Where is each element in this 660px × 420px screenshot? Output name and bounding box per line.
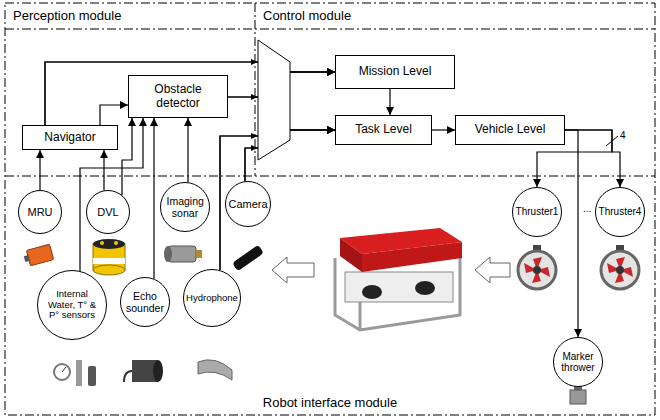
marker-body xyxy=(570,390,586,404)
module-region: Perception moduleNavigator Obstacle detec… xyxy=(5,3,255,176)
callout-label: 4 xyxy=(620,130,626,141)
module-title: Robot interface module xyxy=(263,396,397,411)
device-circle: DVL xyxy=(86,190,130,234)
module-region: Control moduleMission LevelTask Level Veh… xyxy=(255,3,655,176)
device-circle: Marker thrower xyxy=(553,337,603,387)
dvl-base xyxy=(93,265,125,275)
node-label: Obstacle detector xyxy=(134,83,222,111)
node-label: Internal Water, T° & P° sensors xyxy=(46,289,98,322)
node-label: Imaging sonar xyxy=(167,195,204,219)
dvl-icon xyxy=(93,239,125,275)
rov-frame xyxy=(335,258,460,330)
sonar-connector xyxy=(196,250,202,258)
rov-illustration xyxy=(335,228,462,330)
input-arrow xyxy=(251,145,258,151)
mru-plug xyxy=(24,255,30,262)
node-label: Navigator xyxy=(44,131,95,145)
sonar-body xyxy=(168,246,196,262)
marker-thrower-icon xyxy=(570,386,586,404)
connector xyxy=(389,89,390,115)
connector xyxy=(103,150,104,190)
thruster-icon xyxy=(601,245,639,289)
dvl-top xyxy=(93,239,125,249)
dvl-band xyxy=(93,258,125,264)
module-title: Perception module xyxy=(13,9,121,24)
hydrophone-icon xyxy=(198,360,232,380)
probe xyxy=(76,360,82,386)
input-arrow xyxy=(251,94,258,100)
device-circle: Internal Water, T° & P° sensors xyxy=(37,270,107,340)
echo-cable xyxy=(124,371,132,382)
node-label: Camera xyxy=(229,198,268,211)
thruster-icon xyxy=(518,245,556,289)
connector xyxy=(565,130,578,337)
connector xyxy=(432,129,455,130)
node-label: Mission Level xyxy=(359,65,432,79)
connector xyxy=(565,130,620,187)
connector xyxy=(122,118,132,195)
gauge xyxy=(54,364,70,380)
imaging-sonar-icon xyxy=(164,246,202,262)
device-circle: Thruster1 xyxy=(512,187,562,237)
flow-arrow xyxy=(475,257,510,283)
outer-frame xyxy=(5,3,655,415)
connector xyxy=(153,118,154,279)
internal-sensors-icon xyxy=(54,360,96,386)
camera-body xyxy=(232,245,264,272)
camera-icon xyxy=(232,245,264,272)
mru-icon xyxy=(22,244,53,267)
mru-body xyxy=(26,244,53,266)
rov-thruster xyxy=(415,281,435,295)
connector xyxy=(187,118,188,182)
node-label: Task Level xyxy=(355,123,412,137)
node-label: DVL xyxy=(92,206,125,219)
dvl-transducer xyxy=(114,241,118,245)
device-circle: Thruster4 xyxy=(595,187,645,237)
node-label: MRU xyxy=(24,206,57,219)
gauge-needle xyxy=(62,367,66,372)
node-label: Thruster4 xyxy=(599,206,642,218)
process-box: Navigator xyxy=(22,125,118,150)
node-label: Hydrophone xyxy=(186,293,238,304)
device-circle: Imaging sonar xyxy=(160,182,210,232)
rov-side xyxy=(340,238,362,272)
process-box: Task Level xyxy=(335,115,432,145)
flow-arrow xyxy=(272,257,314,283)
module-title: Control module xyxy=(263,9,351,24)
rov-thruster xyxy=(362,285,382,299)
device-circle: Hydrophone xyxy=(183,269,241,327)
echo-face xyxy=(153,360,163,382)
multiplexer-shape xyxy=(258,40,290,160)
module-divider xyxy=(5,176,655,177)
connector xyxy=(100,105,128,125)
input-arrow xyxy=(251,59,258,65)
connector xyxy=(39,150,40,190)
node-label: Vehicle Level xyxy=(475,123,546,137)
node-label: Echo sounder xyxy=(126,290,164,314)
module-frames xyxy=(5,3,655,415)
callout-label: ... xyxy=(583,203,591,214)
process-box: Vehicle Level xyxy=(455,115,565,145)
process-box: Obstacle detector xyxy=(128,75,228,118)
rov-body xyxy=(345,272,453,302)
sonar-head xyxy=(164,246,172,262)
device-circle: Camera xyxy=(225,181,271,227)
connector xyxy=(220,130,335,270)
module-divider xyxy=(5,29,655,30)
node-label: Thruster1 xyxy=(516,206,559,218)
dvl-transducer xyxy=(100,241,104,245)
echo-sounder-icon xyxy=(124,360,163,382)
probe xyxy=(88,366,96,386)
input-arrow xyxy=(251,133,258,139)
module-region: Robot interface module MRU DVL Imaging sona… xyxy=(5,176,655,415)
rov-front xyxy=(362,242,462,272)
process-box: Mission Level xyxy=(335,55,455,89)
device-circle: Echo sounder xyxy=(120,277,170,327)
node-label: Marker thrower xyxy=(560,351,597,374)
device-circle: MRU xyxy=(18,190,62,234)
